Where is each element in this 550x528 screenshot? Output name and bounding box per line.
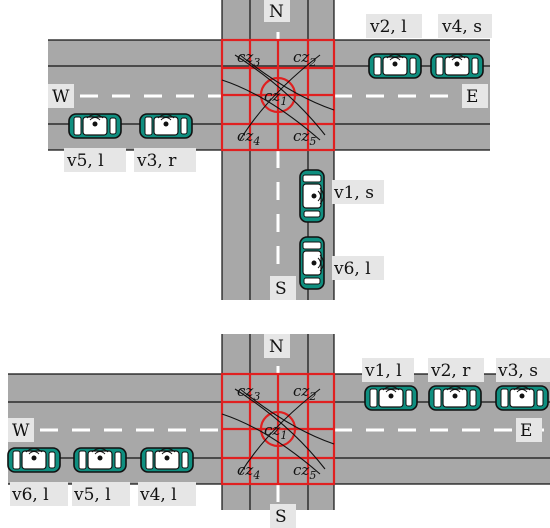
vehicle-v3	[139, 113, 193, 139]
vehicle-label: v4, l	[139, 485, 177, 505]
conflict-zone-grid	[220, 372, 336, 486]
vehicle-label: v6, l	[333, 259, 371, 279]
vehicle-label: v6, l	[11, 485, 49, 505]
direction-west: W	[52, 87, 70, 107]
direction-west: W	[12, 421, 30, 441]
vehicle-label: v3, r	[136, 151, 177, 171]
diagram-1: cz3 cz2 cz1 cz4 cz5 N W E S v2, l v4, s …	[48, 0, 492, 300]
direction-south: S	[275, 279, 287, 299]
turning-paths	[221, 54, 335, 141]
vehicle-label: v5, l	[73, 485, 111, 505]
vehicle-label: v4, s	[441, 17, 482, 37]
vehicle-v5	[73, 447, 127, 473]
direction-south: S	[275, 507, 287, 527]
vehicle-v6	[299, 236, 325, 290]
vehicle-label: v2, l	[369, 17, 407, 37]
direction-north: N	[269, 337, 284, 357]
diagram-2: cz3 cz2 cz1 cz4 cz5 N W E S v1, l v2, r …	[7, 334, 550, 528]
direction-east: E	[466, 87, 478, 107]
vehicle-v1	[299, 169, 325, 223]
vehicle-v6	[7, 447, 61, 473]
vehicle-v4	[430, 53, 484, 79]
vehicle-v2	[428, 385, 482, 411]
direction-north: N	[269, 2, 284, 22]
vehicle-label: v2, r	[430, 361, 471, 381]
vehicle-label: v1, s	[333, 183, 374, 203]
conflict-zone-grid	[220, 38, 336, 152]
vehicle-label: v3, s	[497, 361, 538, 381]
vehicle-v2	[368, 53, 422, 79]
vehicle-label: v1, l	[364, 361, 402, 381]
vehicle-label: v5, l	[66, 151, 104, 171]
vehicle-v1	[364, 385, 418, 411]
vehicle-v3	[495, 385, 549, 411]
turning-paths	[221, 388, 335, 475]
vehicle-v5	[68, 113, 122, 139]
vehicle-v4	[140, 447, 194, 473]
direction-east: E	[520, 421, 532, 441]
